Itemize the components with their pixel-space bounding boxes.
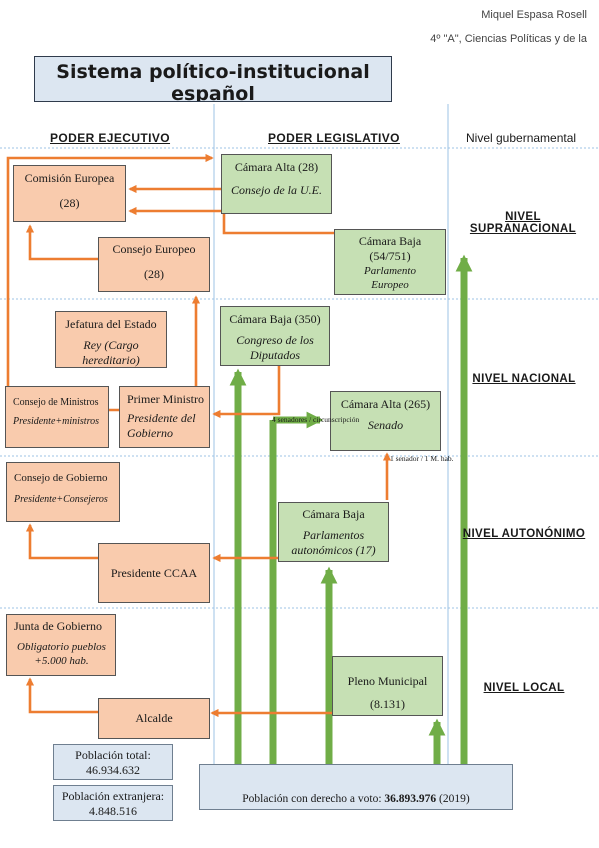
- orange-arrows: [6, 153, 392, 718]
- population-voters-box: Población con derecho a voto: 36.893.976…: [199, 764, 513, 810]
- comision-europea-box: Comisión Europea (28): [13, 165, 126, 222]
- camara-alta-ue-body: Consejo de la U.E.: [231, 183, 322, 197]
- column-legislative: PODER LEGISLATIVO: [268, 131, 400, 145]
- primer-ministro-body: Presidente del Gobierno: [127, 411, 196, 440]
- consejo-europeo-box: Consejo Europeo (28): [98, 237, 210, 292]
- junta-gobierno-body: Obligatorio pueblos +5.000 hab.: [17, 641, 106, 667]
- alcalde-name: Alcalde: [135, 711, 173, 725]
- congreso-body: Congreso de los Diputados: [236, 333, 314, 362]
- parlamento-europeo-body: Parlamento Europeo: [364, 265, 416, 291]
- column-government-level: Nivel gubernamental: [466, 131, 577, 145]
- note-senadores-circunscripcion: 4 senadores / circunscripción: [272, 415, 360, 424]
- senado-box: Cámara Alta (265) Senado: [330, 391, 441, 451]
- congreso-box: Cámara Baja (350) Congreso de los Diputa…: [220, 306, 330, 366]
- author-name: Miquel Espasa Rosell: [481, 9, 587, 21]
- comision-europea-name: Comisión Europea: [24, 171, 115, 185]
- congreso-name: Cámara Baja (350): [229, 312, 321, 326]
- parlamento-europeo-box: Cámara Baja (54/751) Parlamento Europeo: [334, 229, 446, 295]
- parlamento-autonomico-box: Cámara Baja Parlamentos autonómicos (17): [278, 502, 389, 562]
- parlamento-europeo-name: Cámara Baja: [358, 234, 422, 248]
- junta-gobierno-box: Junta de Gobierno Obligatorio pueblos +5…: [6, 614, 116, 676]
- camara-alta-ue-box: Cámara Alta (28) Consejo de la U.E.: [221, 154, 332, 214]
- consejo-gobierno-body: Presidente+Consejeros: [14, 494, 108, 505]
- parlamento-autonomico-body: Parlamentos autonómicos (17): [291, 528, 376, 557]
- parlamento-autonomico-name: Cámara Baja: [302, 507, 365, 521]
- population-foreign-box: Población extranjera: 4.848.516: [53, 785, 173, 821]
- note-senador-habitantes: 1 senador / 1 M. hab.: [390, 454, 454, 463]
- population-voters-year: (2019): [439, 793, 470, 805]
- population-total-box: Población total: 46.934.632: [53, 744, 173, 780]
- population-total-label: Población total:: [75, 748, 151, 762]
- primer-ministro-name: Primer Ministro: [127, 392, 204, 406]
- population-voters-value: 36.893.976: [384, 793, 437, 805]
- author-course: 4º "A", Ciencias Políticas y de la: [430, 33, 587, 45]
- presidente-ccaa-box: Presidente CCAA: [98, 543, 210, 603]
- senado-name: Cámara Alta (265): [340, 397, 431, 411]
- consejo-ministros-box: Consejo de Ministros Presidente+ministro…: [5, 386, 109, 448]
- consejo-gobierno-box: Consejo de Gobierno Presidente+Consejero…: [6, 462, 120, 522]
- senado-body: Senado: [367, 418, 404, 432]
- consejo-gobierno-name: Consejo de Gobierno: [14, 472, 108, 484]
- population-voters-label: Población con derecho a voto:: [242, 793, 382, 805]
- consejo-ministros-body: Presidente+ministros: [13, 416, 100, 427]
- level-national: NIVEL NACIONAL: [472, 373, 576, 385]
- population-total-value: 46.934.632: [86, 763, 140, 777]
- primer-ministro-box: Primer Ministro Presidente del Gobierno: [119, 386, 210, 448]
- camara-alta-ue-name: Cámara Alta (28): [234, 160, 319, 174]
- column-executive: PODER EJECUTIVO: [50, 131, 171, 145]
- consejo-europeo-name: Consejo Europeo: [112, 242, 196, 256]
- comision-europea-count: (28): [59, 196, 80, 210]
- presidente-ccaa-name: Presidente CCAA: [110, 566, 198, 580]
- consejo-ministros-name: Consejo de Ministros: [13, 397, 99, 408]
- page-title: Sistema político-institucional español: [34, 56, 392, 102]
- jefatura-estado-name: Jefatura del Estado: [65, 317, 157, 331]
- population-foreign-value: 4.848.516: [89, 804, 137, 818]
- level-local: NIVEL LOCAL: [483, 682, 565, 694]
- pleno-municipal-name: Pleno Municipal: [347, 674, 428, 688]
- junta-gobierno-name: Junta de Gobierno: [14, 619, 102, 633]
- column-dividers: [213, 104, 449, 765]
- pleno-municipal-count: (8.131): [370, 697, 405, 711]
- level-supranational: NIVEL SUPRANACIONAL: [469, 211, 577, 235]
- pleno-municipal-box: Pleno Municipal (8.131): [332, 656, 443, 716]
- level-autonomous: NIVEL AUTONÓNIMO: [462, 528, 586, 540]
- parlamento-europeo-count: (54/751): [369, 249, 411, 263]
- jefatura-estado-box: Jefatura del Estado Rey (Cargo hereditar…: [55, 311, 167, 368]
- consejo-europeo-count: (28): [144, 267, 164, 281]
- population-foreign-label: Población extranjera:: [61, 789, 165, 803]
- alcalde-box: Alcalde: [98, 698, 210, 739]
- jefatura-estado-body: Rey (Cargo hereditario): [82, 338, 140, 367]
